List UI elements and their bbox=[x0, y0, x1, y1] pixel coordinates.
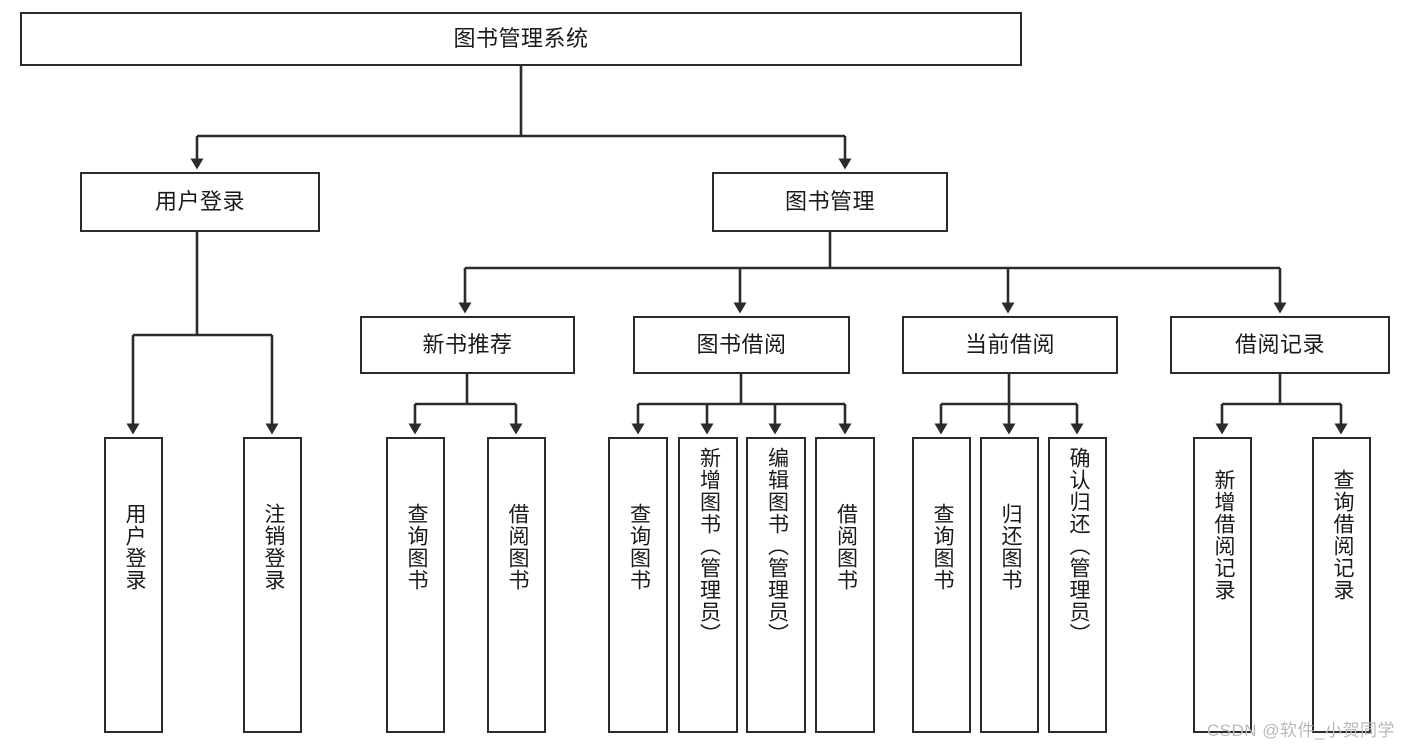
node-label: 注销登录 bbox=[261, 503, 285, 591]
csdn-watermark: CSDN @软件_小贺同学 bbox=[1206, 721, 1395, 740]
node-label: 当前借阅 bbox=[964, 331, 1055, 357]
node-leaf-borrow-books-recommend[interactable]: 借阅图书 bbox=[487, 437, 546, 733]
node-label: 新增图书（管理员） bbox=[697, 447, 721, 645]
node-book-management[interactable]: 图书管理 bbox=[712, 172, 948, 232]
node-leaf-query-books-current[interactable]: 查询图书 bbox=[912, 437, 971, 733]
node-current-borrow[interactable]: 当前借阅 bbox=[902, 316, 1118, 374]
node-label: 图书借阅 bbox=[696, 331, 787, 357]
node-leaf-add-book-admin[interactable]: 新增图书（管理员） bbox=[678, 437, 738, 733]
node-label: 查询图书 bbox=[627, 503, 651, 591]
node-label: 新增借阅记录 bbox=[1211, 469, 1235, 601]
node-leaf-borrow-books[interactable]: 借阅图书 bbox=[815, 437, 875, 733]
node-leaf-add-borrow-record[interactable]: 新增借阅记录 bbox=[1193, 437, 1252, 733]
node-label: 查询图书 bbox=[404, 503, 428, 591]
node-new-book-recommend[interactable]: 新书推荐 bbox=[360, 316, 575, 374]
node-borrow-record[interactable]: 借阅记录 bbox=[1170, 316, 1390, 374]
node-label: 查询借阅记录 bbox=[1330, 469, 1354, 601]
node-leaf-return-books[interactable]: 归还图书 bbox=[980, 437, 1039, 733]
node-label: 图书管理系统 bbox=[453, 25, 589, 51]
node-label: 借阅记录 bbox=[1234, 331, 1325, 357]
node-leaf-edit-book-admin[interactable]: 编辑图书（管理员） bbox=[746, 437, 806, 733]
node-leaf-confirm-return-admin[interactable]: 确认归还（管理员） bbox=[1048, 437, 1107, 733]
node-root-book-management-system[interactable]: 图书管理系统 bbox=[20, 12, 1022, 66]
node-leaf-query-books-recommend[interactable]: 查询图书 bbox=[386, 437, 445, 733]
node-label: 用户登录 bbox=[122, 503, 146, 591]
node-book-borrow[interactable]: 图书借阅 bbox=[633, 316, 850, 374]
node-label: 确认归还（管理员） bbox=[1066, 447, 1090, 645]
node-label: 编辑图书（管理员） bbox=[765, 447, 789, 645]
node-leaf-logout[interactable]: 注销登录 bbox=[243, 437, 302, 733]
node-label: 归还图书 bbox=[998, 503, 1022, 591]
node-leaf-query-borrow-record[interactable]: 查询借阅记录 bbox=[1312, 437, 1371, 733]
node-label: 借阅图书 bbox=[834, 503, 858, 591]
node-label: 用户登录 bbox=[154, 188, 245, 214]
node-label: 新书推荐 bbox=[422, 331, 513, 357]
node-label: 借阅图书 bbox=[505, 503, 529, 591]
node-user-login[interactable]: 用户登录 bbox=[80, 172, 320, 232]
node-leaf-user-login[interactable]: 用户登录 bbox=[104, 437, 163, 733]
node-label: 查询图书 bbox=[930, 503, 954, 591]
node-label: 图书管理 bbox=[784, 188, 875, 214]
node-leaf-query-books-borrow[interactable]: 查询图书 bbox=[608, 437, 668, 733]
